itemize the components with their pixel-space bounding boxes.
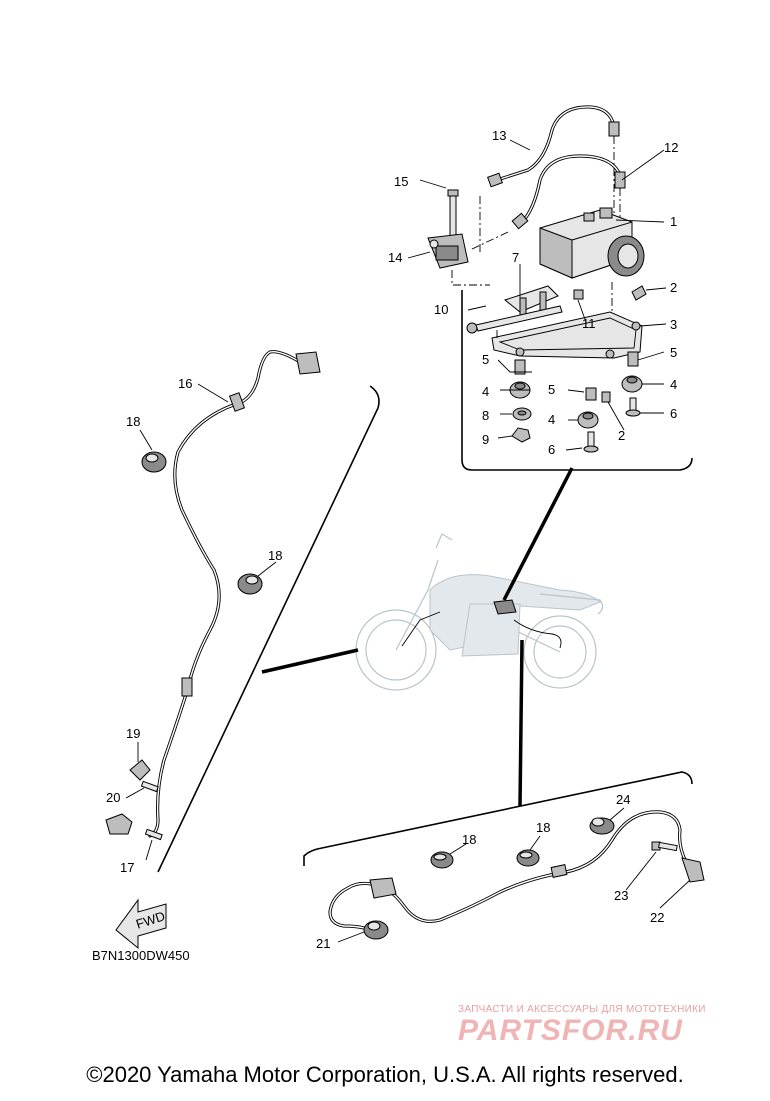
label-7: 7 <box>512 250 519 265</box>
abs-group-frame <box>461 290 693 471</box>
label-24: 24 <box>616 792 630 807</box>
nut-11[interactable] <box>573 289 584 300</box>
fwd-arrow: FWD <box>115 898 167 950</box>
clamp-18[interactable] <box>141 451 167 473</box>
callout-labels: 1 2 3 4 5 6 7 8 9 10 11 12 13 14 15 16 1… <box>106 128 678 951</box>
mounting-frame-3[interactable] <box>491 311 643 359</box>
label-13: 13 <box>492 128 506 143</box>
bolt-15[interactable] <box>447 189 459 239</box>
label-22: 22 <box>650 910 664 925</box>
front-group-frame <box>157 385 380 873</box>
label-4c: 4 <box>670 377 677 392</box>
label-6b: 6 <box>548 442 555 457</box>
watermark-tagline: ЗАПЧАСТИ И АКСЕССУАРЫ ДЛЯ МОТОТЕХНИКИ <box>458 1004 706 1015</box>
motorcycle-illustration <box>355 533 604 691</box>
washer-8[interactable] <box>512 407 532 421</box>
label-5c: 5 <box>670 345 677 360</box>
callout-rear <box>518 639 524 807</box>
label-4: 4 <box>482 384 489 399</box>
label-16: 16 <box>178 376 192 391</box>
nut-9[interactable] <box>511 427 531 443</box>
label-8: 8 <box>482 408 489 423</box>
bolt-2[interactable] <box>631 285 647 301</box>
label-23: 23 <box>614 888 628 903</box>
rear-wheel-sensor-lead-22[interactable] <box>328 810 705 930</box>
label-3: 3 <box>670 317 677 332</box>
clamp-18b[interactable] <box>237 573 263 595</box>
damper-4b[interactable] <box>577 411 599 429</box>
leader-lines <box>125 139 691 943</box>
label-14: 14 <box>388 250 402 265</box>
collar-5[interactable] <box>514 359 526 375</box>
label-12: 12 <box>664 140 678 155</box>
label-5b: 5 <box>548 382 555 397</box>
front-wheel-sensor-lead-16[interactable] <box>105 350 321 838</box>
label-20: 20 <box>106 790 120 805</box>
clamp-24[interactable] <box>589 817 615 835</box>
label-11: 11 <box>582 316 596 331</box>
label-6: 6 <box>670 406 677 421</box>
clamp-21[interactable] <box>363 920 389 940</box>
label-4b: 4 <box>548 412 555 427</box>
label-5: 5 <box>482 352 489 367</box>
bolt-2b[interactable] <box>601 391 611 403</box>
label-9: 9 <box>482 432 489 447</box>
clamp-18d[interactable] <box>516 849 540 867</box>
bolt-10[interactable] <box>466 305 563 334</box>
brake-pipe-12[interactable] <box>511 154 626 230</box>
brake-pipe-13[interactable] <box>487 105 620 188</box>
bolt-6b[interactable] <box>583 431 599 453</box>
label-18c: 18 <box>462 832 476 847</box>
callout-front <box>261 648 359 674</box>
label-21: 21 <box>316 936 330 951</box>
abs-bracket-14[interactable] <box>427 233 469 269</box>
clamp-18c[interactable] <box>430 851 454 869</box>
bolt-6[interactable] <box>625 397 641 417</box>
callout-abs <box>502 467 574 601</box>
damper-4c[interactable] <box>621 375 643 393</box>
label-1: 1 <box>670 214 677 229</box>
label-18b: 18 <box>268 548 282 563</box>
label-2: 2 <box>670 280 677 295</box>
diagram-code: B7N1300DW450 <box>92 948 190 963</box>
abs-hydraulic-unit[interactable] <box>539 207 645 279</box>
bolt-17[interactable] <box>144 828 163 841</box>
label-17: 17 <box>120 860 134 875</box>
watermark-brand: PARTSFOR.RU <box>458 1014 683 1047</box>
bolt-20[interactable] <box>140 780 159 793</box>
rear-group-frame <box>303 771 693 866</box>
collar-5b[interactable] <box>585 387 597 401</box>
bolt-23[interactable] <box>651 841 678 852</box>
bracket-19[interactable] <box>129 759 151 781</box>
label-18: 18 <box>126 414 140 429</box>
copyright-footer: ©2020 Yamaha Motor Corporation, U.S.A. A… <box>86 1062 684 1087</box>
collar-5c[interactable] <box>627 351 639 367</box>
label-10: 10 <box>434 302 448 317</box>
label-19: 19 <box>126 726 140 741</box>
label-15: 15 <box>394 174 408 189</box>
label-18d: 18 <box>536 820 550 835</box>
label-2b: 2 <box>618 428 625 443</box>
